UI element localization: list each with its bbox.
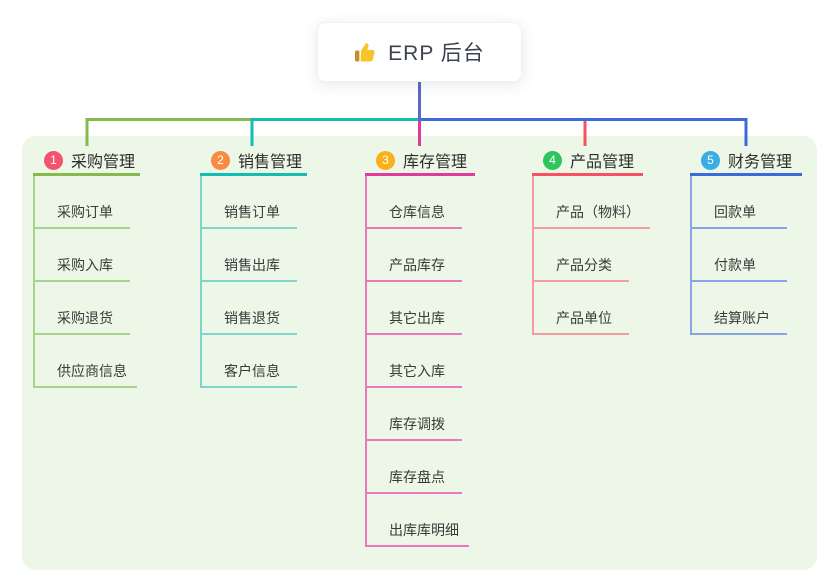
branch-4-children: 产品（物料） 产品分类 产品单位 bbox=[532, 176, 650, 335]
child-node-label: 销售退货 bbox=[224, 310, 280, 326]
child-node-label: 采购退货 bbox=[57, 310, 113, 326]
child-node[interactable]: 销售退货 bbox=[202, 282, 297, 335]
branch-4-header[interactable]: 4 产品管理 bbox=[532, 147, 643, 176]
child-node-label: 回款单 bbox=[714, 204, 756, 220]
branch-2-children: 销售订单 销售出库 销售退货 客户信息 bbox=[200, 176, 307, 388]
child-node[interactable]: 产品库存 bbox=[367, 229, 462, 282]
child-node-label: 采购入库 bbox=[57, 257, 113, 273]
child-node-label: 产品单位 bbox=[556, 310, 612, 326]
root-node-label: ERP 后台 bbox=[388, 42, 485, 65]
child-node[interactable]: 产品单位 bbox=[534, 282, 629, 335]
child-node-label: 出库库明细 bbox=[389, 522, 459, 538]
child-node[interactable]: 产品（物料） bbox=[534, 176, 650, 229]
child-node-label: 仓库信息 bbox=[389, 204, 445, 220]
child-node[interactable]: 采购订单 bbox=[35, 176, 130, 229]
child-node[interactable]: 客户信息 bbox=[202, 335, 297, 388]
root-node[interactable]: ERP 后台 bbox=[317, 22, 522, 82]
child-node[interactable]: 仓库信息 bbox=[367, 176, 462, 229]
child-node[interactable]: 产品分类 bbox=[534, 229, 629, 282]
child-node-label: 产品分类 bbox=[556, 257, 612, 273]
child-node[interactable]: 库存盘点 bbox=[367, 441, 462, 494]
thumbs-up-icon bbox=[355, 43, 375, 62]
child-node-label: 产品库存 bbox=[389, 257, 445, 273]
branch-1-label: 采购管理 bbox=[71, 154, 136, 171]
branch-1: 1 采购管理 采购订单 采购入库 采购退货 供应商信息 bbox=[33, 147, 140, 388]
child-node-label: 结算账户 bbox=[714, 310, 770, 326]
child-node[interactable]: 采购入库 bbox=[35, 229, 130, 282]
child-node-label: 其它入库 bbox=[389, 363, 445, 379]
child-node[interactable]: 出库库明细 bbox=[367, 494, 469, 547]
branch-5-number-badge: 5 bbox=[701, 150, 720, 170]
branch-3-header[interactable]: 3 库存管理 bbox=[365, 147, 475, 176]
branch-5-children: 回款单 付款单 结算账户 bbox=[690, 176, 802, 335]
branch-3-children: 仓库信息 产品库存 其它出库 其它入库 库存调拨 库存盘点 出库库明细 bbox=[365, 176, 475, 547]
child-node-label: 供应商信息 bbox=[57, 363, 127, 379]
child-node[interactable]: 其它入库 bbox=[367, 335, 462, 388]
child-node-label: 销售出库 bbox=[224, 257, 280, 273]
branch-1-header[interactable]: 1 采购管理 bbox=[33, 147, 140, 176]
branch-2-number-badge: 2 bbox=[211, 150, 230, 170]
branch-3-label: 库存管理 bbox=[403, 154, 468, 171]
child-node[interactable]: 销售出库 bbox=[202, 229, 297, 282]
child-node[interactable]: 回款单 bbox=[692, 176, 787, 229]
child-node-label: 客户信息 bbox=[224, 363, 280, 379]
branch-4-label: 产品管理 bbox=[570, 154, 635, 171]
branch-3-number-badge: 3 bbox=[376, 150, 395, 170]
child-node[interactable]: 采购退货 bbox=[35, 282, 130, 335]
child-node[interactable]: 付款单 bbox=[692, 229, 787, 282]
child-node-label: 库存调拨 bbox=[389, 416, 445, 432]
child-node-label: 销售订单 bbox=[224, 204, 280, 220]
child-node-label: 库存盘点 bbox=[389, 469, 445, 485]
branch-5: 5 财务管理 回款单 付款单 结算账户 bbox=[690, 147, 802, 335]
branch-5-label: 财务管理 bbox=[728, 154, 793, 171]
child-node[interactable]: 结算账户 bbox=[692, 282, 787, 335]
branches-panel bbox=[22, 136, 817, 570]
child-node[interactable]: 库存调拨 bbox=[367, 388, 462, 441]
child-node-label: 产品（物料） bbox=[556, 204, 640, 220]
child-node-label: 其它出库 bbox=[389, 310, 445, 326]
child-node[interactable]: 其它出库 bbox=[367, 282, 462, 335]
branch-4-number-badge: 4 bbox=[543, 150, 562, 170]
branch-2-label: 销售管理 bbox=[238, 154, 303, 171]
child-node-label: 付款单 bbox=[714, 257, 756, 273]
branch-1-number-badge: 1 bbox=[44, 150, 63, 170]
branch-2: 2 销售管理 销售订单 销售出库 销售退货 客户信息 bbox=[200, 147, 307, 388]
child-node[interactable]: 供应商信息 bbox=[35, 335, 137, 388]
branch-3: 3 库存管理 仓库信息 产品库存 其它出库 其它入库 库存调拨 库存盘点 出库库… bbox=[365, 147, 475, 547]
branch-1-children: 采购订单 采购入库 采购退货 供应商信息 bbox=[33, 176, 140, 388]
branch-2-header[interactable]: 2 销售管理 bbox=[200, 147, 307, 176]
child-node-label: 采购订单 bbox=[57, 204, 113, 220]
child-node[interactable]: 销售订单 bbox=[202, 176, 297, 229]
branch-4: 4 产品管理 产品（物料） 产品分类 产品单位 bbox=[532, 147, 650, 335]
branch-5-header[interactable]: 5 财务管理 bbox=[690, 147, 802, 176]
